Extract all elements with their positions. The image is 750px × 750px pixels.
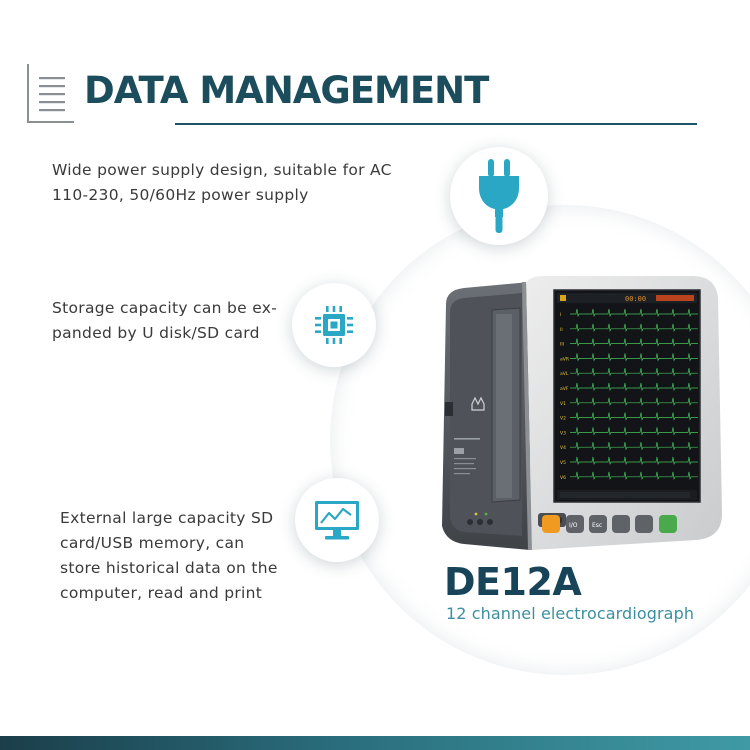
lead-label: V4 bbox=[560, 445, 566, 451]
ecg-trace-line bbox=[570, 368, 698, 377]
esc-button[interactable] bbox=[589, 515, 607, 533]
lead-label: V2 bbox=[560, 416, 566, 422]
ecg-trace-line bbox=[570, 308, 698, 318]
feature-external-storage: External large capacity SD card/USB memo… bbox=[60, 506, 278, 606]
power-plug-bubble bbox=[450, 147, 548, 245]
feature-text-line: card/USB memory, can bbox=[60, 534, 245, 552]
ecg-trace-line bbox=[570, 338, 698, 347]
feature-text-line: panded by U disk/SD card bbox=[52, 324, 260, 342]
product-subtitle: 12 channel electrocardiograph bbox=[446, 604, 695, 623]
ecg-trace-line bbox=[570, 382, 698, 392]
lead-label: aVF bbox=[560, 386, 569, 392]
lead-label: V1 bbox=[560, 401, 566, 407]
ecg-trace-line bbox=[570, 353, 698, 362]
power-plug-icon bbox=[479, 159, 519, 233]
lead-label: V5 bbox=[560, 460, 566, 466]
feature-text-line: 110-230, 50/60Hz power supply bbox=[52, 186, 309, 204]
page-title: DATA MANAGEMENT bbox=[84, 69, 489, 112]
feature-text-line: store historical data on the bbox=[60, 559, 278, 577]
ecg-trace-line bbox=[570, 471, 698, 480]
lead-label: aVL bbox=[560, 371, 569, 377]
ecg-trace-line bbox=[570, 323, 698, 332]
ecg-trace-line bbox=[570, 412, 698, 421]
title-underline bbox=[175, 123, 697, 125]
monitor-chart-icon bbox=[315, 501, 359, 540]
mode-button[interactable] bbox=[635, 515, 653, 533]
lead-label: I bbox=[560, 312, 561, 318]
power-button-label: I/O bbox=[569, 522, 578, 529]
document-lines-icon bbox=[26, 60, 78, 124]
power-button[interactable] bbox=[566, 515, 584, 533]
feature-power: Wide power supply design, suitable for A… bbox=[52, 158, 392, 208]
lead-label: III bbox=[560, 342, 564, 348]
lead-label: aVR bbox=[560, 356, 569, 362]
footer-bar bbox=[0, 736, 750, 750]
screen-clock: 00:00 bbox=[625, 295, 646, 303]
feature-text-line: External large capacity SD bbox=[60, 509, 274, 527]
chip-icon bbox=[315, 306, 353, 344]
lead-label: II bbox=[560, 327, 563, 333]
start-button[interactable] bbox=[542, 515, 560, 533]
ecg-trace-line bbox=[570, 456, 698, 466]
feature-text-line: Wide power supply design, suitable for A… bbox=[52, 161, 392, 179]
ecg-trace-line bbox=[570, 427, 698, 436]
lead-label: V6 bbox=[560, 475, 566, 481]
monitor-bubble bbox=[295, 478, 379, 562]
lead-label: V3 bbox=[560, 430, 566, 436]
feature-text-line: Storage capacity can be ex- bbox=[52, 299, 278, 317]
copy-button[interactable] bbox=[612, 515, 630, 533]
chip-bubble bbox=[292, 283, 376, 367]
feature-storage: Storage capacity can be ex- panded by U … bbox=[52, 296, 277, 346]
ecg-trace-line bbox=[570, 397, 698, 406]
esc-button-label: Esc bbox=[592, 522, 602, 529]
product-model: DE12A bbox=[444, 560, 582, 604]
ecg-trace-line bbox=[570, 442, 698, 451]
feature-text-line: computer, read and print bbox=[60, 584, 263, 602]
record-button[interactable] bbox=[659, 515, 677, 533]
